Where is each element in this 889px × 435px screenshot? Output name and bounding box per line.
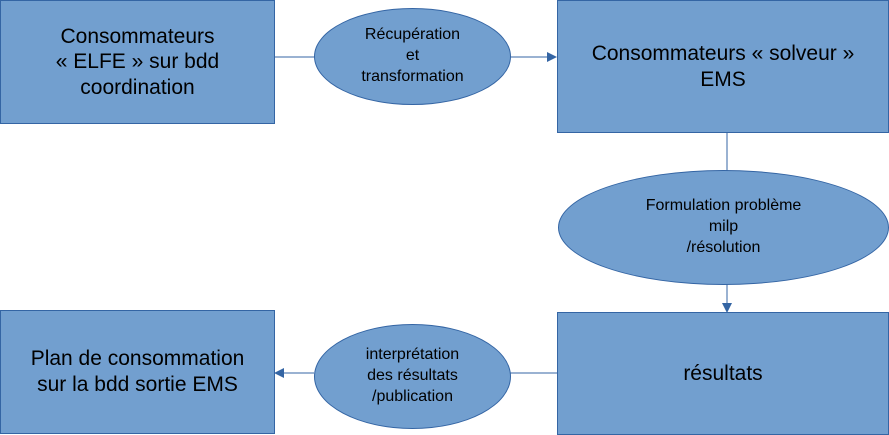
node-recuperation: Récupération et transformation [314, 8, 511, 105]
node-consumers-elfe: Consommateurs « ELFE » sur bdd coordinat… [0, 0, 275, 124]
node-plan-label: Plan de consommation sur la bdd sortie E… [30, 347, 245, 396]
node-consumers-elfe-label: Consommateurs « ELFE » sur bdd coordinat… [55, 24, 220, 99]
node-interpretation-label: interprétation des résultats /publicatio… [365, 346, 460, 405]
node-interpretation: interprétation des résultats /publicatio… [314, 324, 511, 429]
node-formulation-label: Formulation problème milp /résolution [645, 197, 802, 256]
node-consumers-solver-label: Consommateurs « solveur » EMS [591, 41, 855, 91]
node-resultats-label: résultats [683, 361, 763, 385]
node-consumers-solver: Consommateurs « solveur » EMS [557, 0, 889, 133]
node-recuperation-label: Récupération et transformation [361, 26, 464, 85]
node-formulation: Formulation problème milp /résolution [558, 170, 889, 285]
node-plan: Plan de consommation sur la bdd sortie E… [0, 310, 275, 434]
node-resultats: résultats [557, 312, 889, 435]
